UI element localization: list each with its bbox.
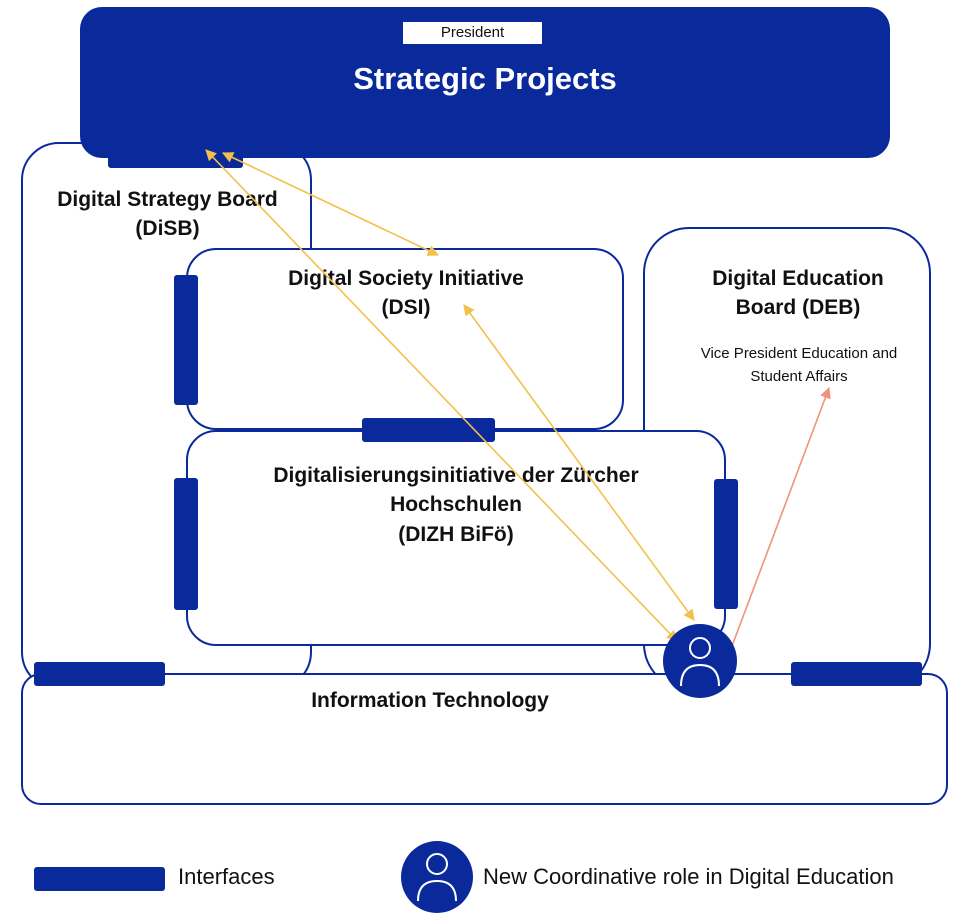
deb-title: Digital Education Board (DEB) [656,264,940,323]
deb-title-line2: Board (DEB) [735,296,861,320]
user-icon [680,637,720,687]
interface-bar [174,275,198,405]
arrow-strategic-coordinator [205,149,678,642]
it-box [21,673,948,805]
interface-bar [34,662,165,686]
arrow-strategic-dsi [221,152,440,256]
deb-title-line1: Digital Education [712,267,884,290]
interface-bar [791,662,922,686]
legend-coordinator-icon [401,841,473,913]
interface-bar [714,479,738,609]
legend-coordinator-label: New Coordinative role in Digital Educati… [483,864,894,889]
legend-interface-swatch [34,867,165,891]
arrow-dsi-coordinator [463,304,695,621]
president-label: President [403,22,542,44]
user-icon [417,853,457,902]
deb-subtitle-line1: Vice President Education and [700,345,898,362]
coordinator-badge [663,624,737,698]
deb-subtitle-line2: Student Affairs [750,367,848,385]
deb-subtitle: Vice President Education and Student Aff… [650,343,948,388]
arrow-coordinator-deb [731,386,831,647]
disb-title-line2: (DiSB) [135,217,200,241]
strategic-projects-title: Strategic Projects [353,61,617,96]
it-title: Information Technology [311,689,549,712]
interface-bar [174,478,198,610]
legend-interfaces-label: Interfaces [178,864,275,889]
